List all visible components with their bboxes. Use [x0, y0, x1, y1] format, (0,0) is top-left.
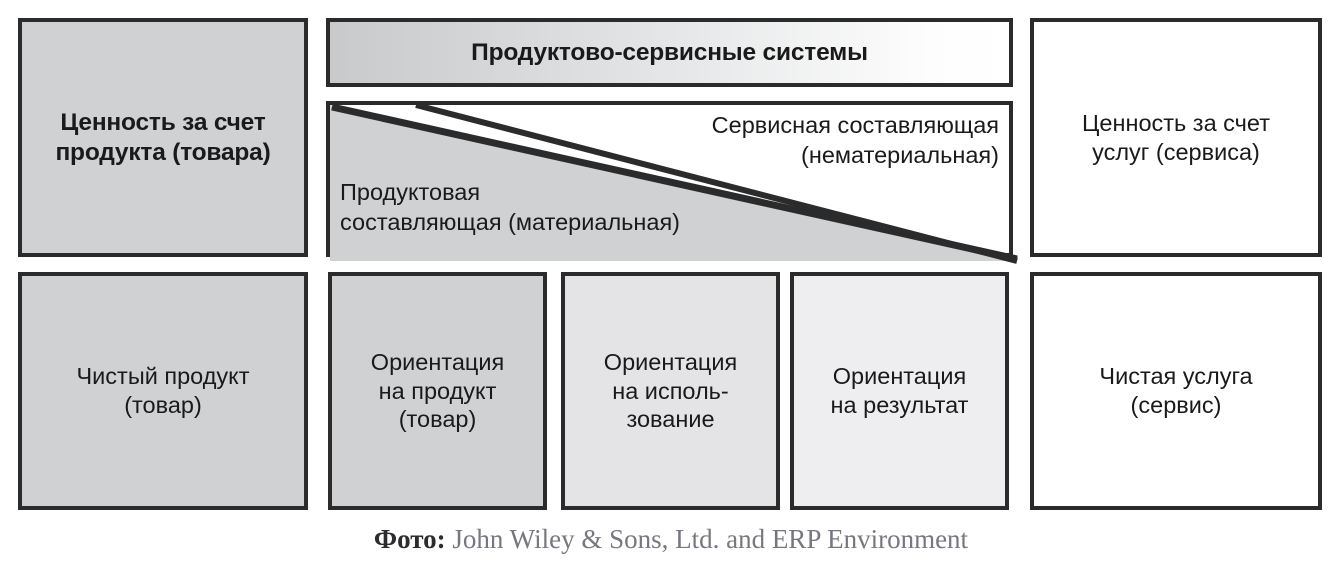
spectrum-label-use-oriented: Ориентация на исполь- зование: [603, 349, 738, 433]
spectrum-label-pure-service: Чистая услуга (сервис): [1099, 363, 1253, 418]
composite-components-box: Сервисная составляющая (нематериальная) …: [326, 101, 1018, 264]
spectrum-label-pure-product: Чистый продукт (товар): [76, 363, 250, 418]
product-service-systems-title: Продуктово-сервисные системы: [471, 38, 868, 66]
spectrum-label-product-oriented: Ориентация на продукт (товар): [370, 349, 505, 433]
product-component-label: Продуктовая составляющая (материальная): [340, 179, 680, 235]
service-component-label: Сервисная составляющая (нематериальная): [711, 112, 999, 168]
product-service-systems-banner: Продуктово-сервисные системы: [326, 18, 1013, 87]
value-through-product-label: Ценность за счет продукта (товара): [55, 108, 271, 166]
value-through-product-box: Ценность за счет продукта (товара): [18, 18, 308, 257]
value-through-service-label: Ценность за счет услуг (сервиса): [1082, 109, 1270, 165]
spectrum-box-product-oriented: Ориентация на продукт (товар): [328, 272, 547, 510]
value-through-service-box: Ценность за счет услуг (сервиса): [1030, 18, 1322, 257]
spectrum-box-use-oriented: Ориентация на исполь- зование: [561, 272, 780, 510]
figure-caption: Фото: John Wiley & Sons, Ltd. and ERP En…: [0, 524, 1342, 555]
spectrum-box-pure-product: Чистый продукт (товар): [18, 272, 308, 510]
spectrum-box-result-oriented: Ориентация на результат: [790, 272, 1009, 510]
spectrum-box-pure-service: Чистая услуга (сервис): [1030, 272, 1322, 510]
caption-source: John Wiley & Sons, Ltd. and ERP Environm…: [445, 524, 969, 554]
spectrum-label-result-oriented: Ориентация на результат: [830, 363, 969, 418]
caption-label: Фото:: [373, 524, 446, 554]
